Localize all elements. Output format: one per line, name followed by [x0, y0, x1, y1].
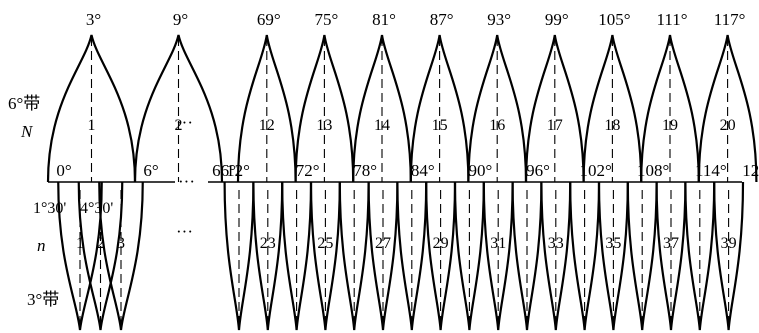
six-boundary-label: 90°	[468, 161, 492, 180]
three-zone-number: 2	[97, 235, 105, 252]
six-central-meridian-label: 75°	[314, 10, 338, 29]
three-zone-number: 3	[117, 235, 125, 252]
six-zone-lens	[582, 34, 643, 183]
six-zone-number: 2	[175, 117, 183, 134]
six-central-meridian-label: 9°	[173, 10, 188, 29]
three-zone-lens	[597, 181, 629, 331]
three-zone-lens	[338, 181, 370, 331]
three-zone-number: 31	[490, 235, 506, 252]
six-central-meridian-label: 93°	[487, 10, 511, 29]
six-central-meridian-label: 111°	[656, 10, 687, 29]
six-zone-number: 16	[489, 117, 505, 134]
three-zone-lens	[252, 181, 284, 331]
six-zone-lens	[697, 34, 758, 183]
six-central-meridian-label: 69°	[257, 10, 281, 29]
six-zone-number: 12	[259, 117, 275, 134]
ellipsis-upper: ···	[176, 113, 193, 132]
three-zone-number: 27	[375, 235, 391, 252]
three-zone-lens	[281, 181, 313, 331]
six-boundary-label: 78°	[353, 161, 377, 180]
six-degree-row-label: 6°带	[8, 94, 40, 113]
three-zone-lens	[511, 181, 543, 331]
six-boundary-label: 0°	[56, 161, 71, 180]
three-zone-lens	[713, 181, 745, 331]
six-zone-lens	[133, 34, 224, 183]
three-zone-lens	[367, 181, 399, 331]
three-zone-lens	[684, 181, 716, 331]
six-zone-lens	[640, 34, 700, 183]
six-central-meridian-label: 105°	[598, 10, 630, 29]
three-zone-lens	[453, 181, 485, 331]
six-degree-symbol: N	[20, 122, 34, 141]
six-central-meridian-label: 87°	[430, 10, 454, 29]
three-zone-number: 37	[663, 235, 679, 252]
three-zone-number: 39	[721, 235, 737, 252]
six-boundary-label: 102°	[579, 161, 611, 180]
six-zone-lens	[467, 34, 528, 183]
six-boundary-label: 120°	[742, 161, 759, 180]
six-zone-lens	[236, 34, 297, 183]
six-boundary-label: 114°	[695, 161, 727, 180]
six-boundary-label: 96°	[526, 161, 550, 180]
three-zone-lens	[655, 181, 687, 331]
six-zone-number: 19	[662, 117, 678, 134]
three-zone-lens	[626, 181, 658, 331]
three-zone-lens	[77, 181, 124, 331]
three-degree-row-label: 3°带	[27, 290, 59, 309]
three-zone-lens	[425, 181, 457, 331]
six-central-meridian-label: 117°	[714, 10, 746, 29]
three-zone-number: 25	[317, 235, 333, 252]
ellipsis-lower: ···	[176, 222, 193, 241]
six-boundary-label: 66°	[212, 161, 236, 180]
three-zone-lens	[309, 181, 341, 331]
ellipsis-axis: ···	[178, 172, 195, 191]
six-zone-number: 18	[604, 117, 620, 134]
three-zone-number: 23	[260, 235, 276, 252]
six-zone-lens	[409, 34, 470, 183]
six-zone-lens	[352, 34, 412, 183]
three-zone-number: 33	[548, 235, 564, 252]
three-zone-lens	[98, 181, 144, 331]
six-zone-number: 17	[547, 117, 563, 134]
three-zone-number: 29	[433, 235, 449, 252]
six-boundary-label: 108°	[637, 161, 669, 180]
three-zone-number: 35	[605, 235, 621, 252]
six-degree-zones: 3°19°20°6°12°69°1275°1381°1487°1593°1699…	[46, 10, 759, 183]
three-degree-symbol: n	[37, 236, 46, 255]
three-zone-lens	[569, 181, 601, 331]
three-zone-lens	[57, 181, 103, 331]
six-zone-number: 14	[374, 117, 390, 134]
three-zone-lens	[396, 181, 428, 331]
three-zone-number: 1	[76, 235, 84, 252]
six-central-meridian-label: 3°	[86, 10, 101, 29]
six-zone-lens	[524, 34, 585, 183]
six-zone-number: 15	[432, 117, 448, 134]
six-zone-lens	[294, 34, 355, 183]
six-central-meridian-label: 81°	[372, 10, 396, 29]
six-boundary-label: 72°	[296, 161, 320, 180]
six-boundary-label: 84°	[411, 161, 435, 180]
six-central-meridian-label: 99°	[545, 10, 569, 29]
six-zone-lens	[46, 34, 137, 183]
six-zone-number: 20	[720, 117, 736, 134]
six-zone-number: 1	[88, 117, 96, 134]
three-zone-lens	[223, 181, 255, 331]
three-zone-lens	[540, 181, 572, 331]
six-boundary-label: 6°	[143, 161, 158, 180]
cm-label-4-30: 4°30'	[80, 200, 113, 217]
six-zone-number: 13	[316, 117, 332, 134]
cm-label-1-30: 1°30'	[33, 200, 66, 217]
three-zone-lens	[482, 181, 514, 331]
